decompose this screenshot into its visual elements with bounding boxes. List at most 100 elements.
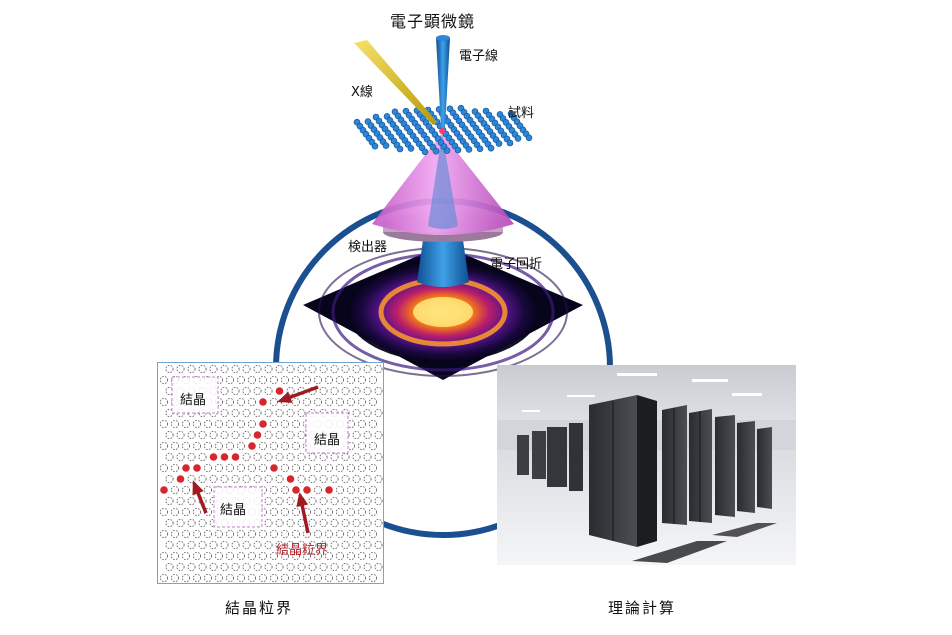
lattice-atom [357,464,366,473]
lattice-atom [281,573,290,582]
lattice-atom [368,375,377,384]
lattice-atom [313,486,322,495]
lattice-atom [324,464,333,473]
lattice-atom [226,573,235,582]
lattice-atom [209,431,218,440]
boundary-atom [292,486,300,494]
lattice-atom [170,486,179,495]
lattice-atom [324,375,333,384]
lattice-atom [270,529,279,538]
lattice-atom [291,573,300,582]
grain-label: 結晶 [220,503,247,518]
lattice-atom [308,365,317,373]
sample-atom [487,144,495,152]
lattice-atom [286,540,295,549]
lattice-atom [237,529,246,538]
lattice-atom [330,365,339,373]
lattice-atom [297,409,306,418]
lattice-atom [341,518,350,527]
lattice-atom [181,486,190,495]
lattice-atom [374,431,383,440]
lattice-atom [341,409,350,418]
lattice-atom [248,573,257,582]
lattice-atom [165,475,174,484]
lattice-atom [160,420,168,429]
lattice-atom [275,475,284,484]
lattice-atom [193,420,202,429]
lattice-atom [226,375,235,384]
lattice-atom [281,529,290,538]
lattice-atom [297,453,306,462]
lattice-atom [264,518,273,527]
electron-beam-label: 電子線 [459,49,499,64]
lattice-atom [357,442,366,451]
lattice-atom [198,431,207,440]
lattice-atom [374,409,383,418]
lattice-atom [253,540,262,549]
diffraction-pattern [303,245,583,380]
lattice-atom [363,453,372,462]
lattice-atom [319,386,328,395]
grain-boundary-panel: 結晶 結晶 結晶 結晶粒界 [157,362,384,584]
lattice-atom [253,562,262,571]
lattice-atom [346,442,355,451]
lattice-atom [242,386,251,395]
lattice-atom [193,529,202,538]
lattice-atom [330,496,339,505]
lattice-atom [204,420,213,429]
lattice-atom [198,475,207,484]
lattice-atom [242,475,251,484]
arrow-head [192,480,204,496]
lattice-atom [176,540,185,549]
sample-atom [476,145,484,153]
lattice-atom [204,551,213,560]
lattice-atom [264,540,273,549]
lattice-atom [341,475,350,484]
boundary-atom [325,486,333,494]
lattice-atom [275,496,284,505]
lattice-atom [198,518,207,527]
lattice-atom [352,562,361,571]
lattice-atom [308,540,317,549]
lattice-atom [324,573,333,582]
lattice-atom [335,398,344,407]
lattice-atom [363,518,372,527]
detector-label: 検出器 [348,240,388,255]
lattice-atom [368,464,377,473]
lattice-atom [297,540,306,549]
lattice-atom [330,386,339,395]
lattice-atom [324,551,333,560]
lattice-atom [275,518,284,527]
lattice-atom [275,365,284,373]
lattice-atom [335,529,344,538]
lattice-atom [226,529,235,538]
lattice-atom [264,453,273,462]
lattice-atom [242,365,251,373]
lattice-atom [286,386,295,395]
lattice-atom [237,375,246,384]
lattice-atom [187,453,196,462]
lattice-atom [270,486,279,495]
sample-atom [454,146,462,154]
lattice-atom [220,386,229,395]
lattice-atom [346,420,355,429]
lattice-atom [357,375,366,384]
microscope-title: 電子顕微鏡 [390,12,476,31]
lattice-atom [160,375,168,384]
lattice-atom [363,386,372,395]
lattice-atom [187,475,196,484]
lattice-atom [226,420,235,429]
lattice-atom [215,442,224,451]
lattice-atom [253,475,262,484]
lattice-atom [242,409,251,418]
lattice-atom [352,409,361,418]
lattice-atom [193,507,202,516]
lattice-atom [220,365,229,373]
lattice-atom [346,375,355,384]
lattice-atom [346,486,355,495]
lattice-atom [264,431,273,440]
lattice-atom [259,529,268,538]
lattice-atom [374,475,383,484]
lattice-atom [352,475,361,484]
boundary-atom [231,453,240,461]
